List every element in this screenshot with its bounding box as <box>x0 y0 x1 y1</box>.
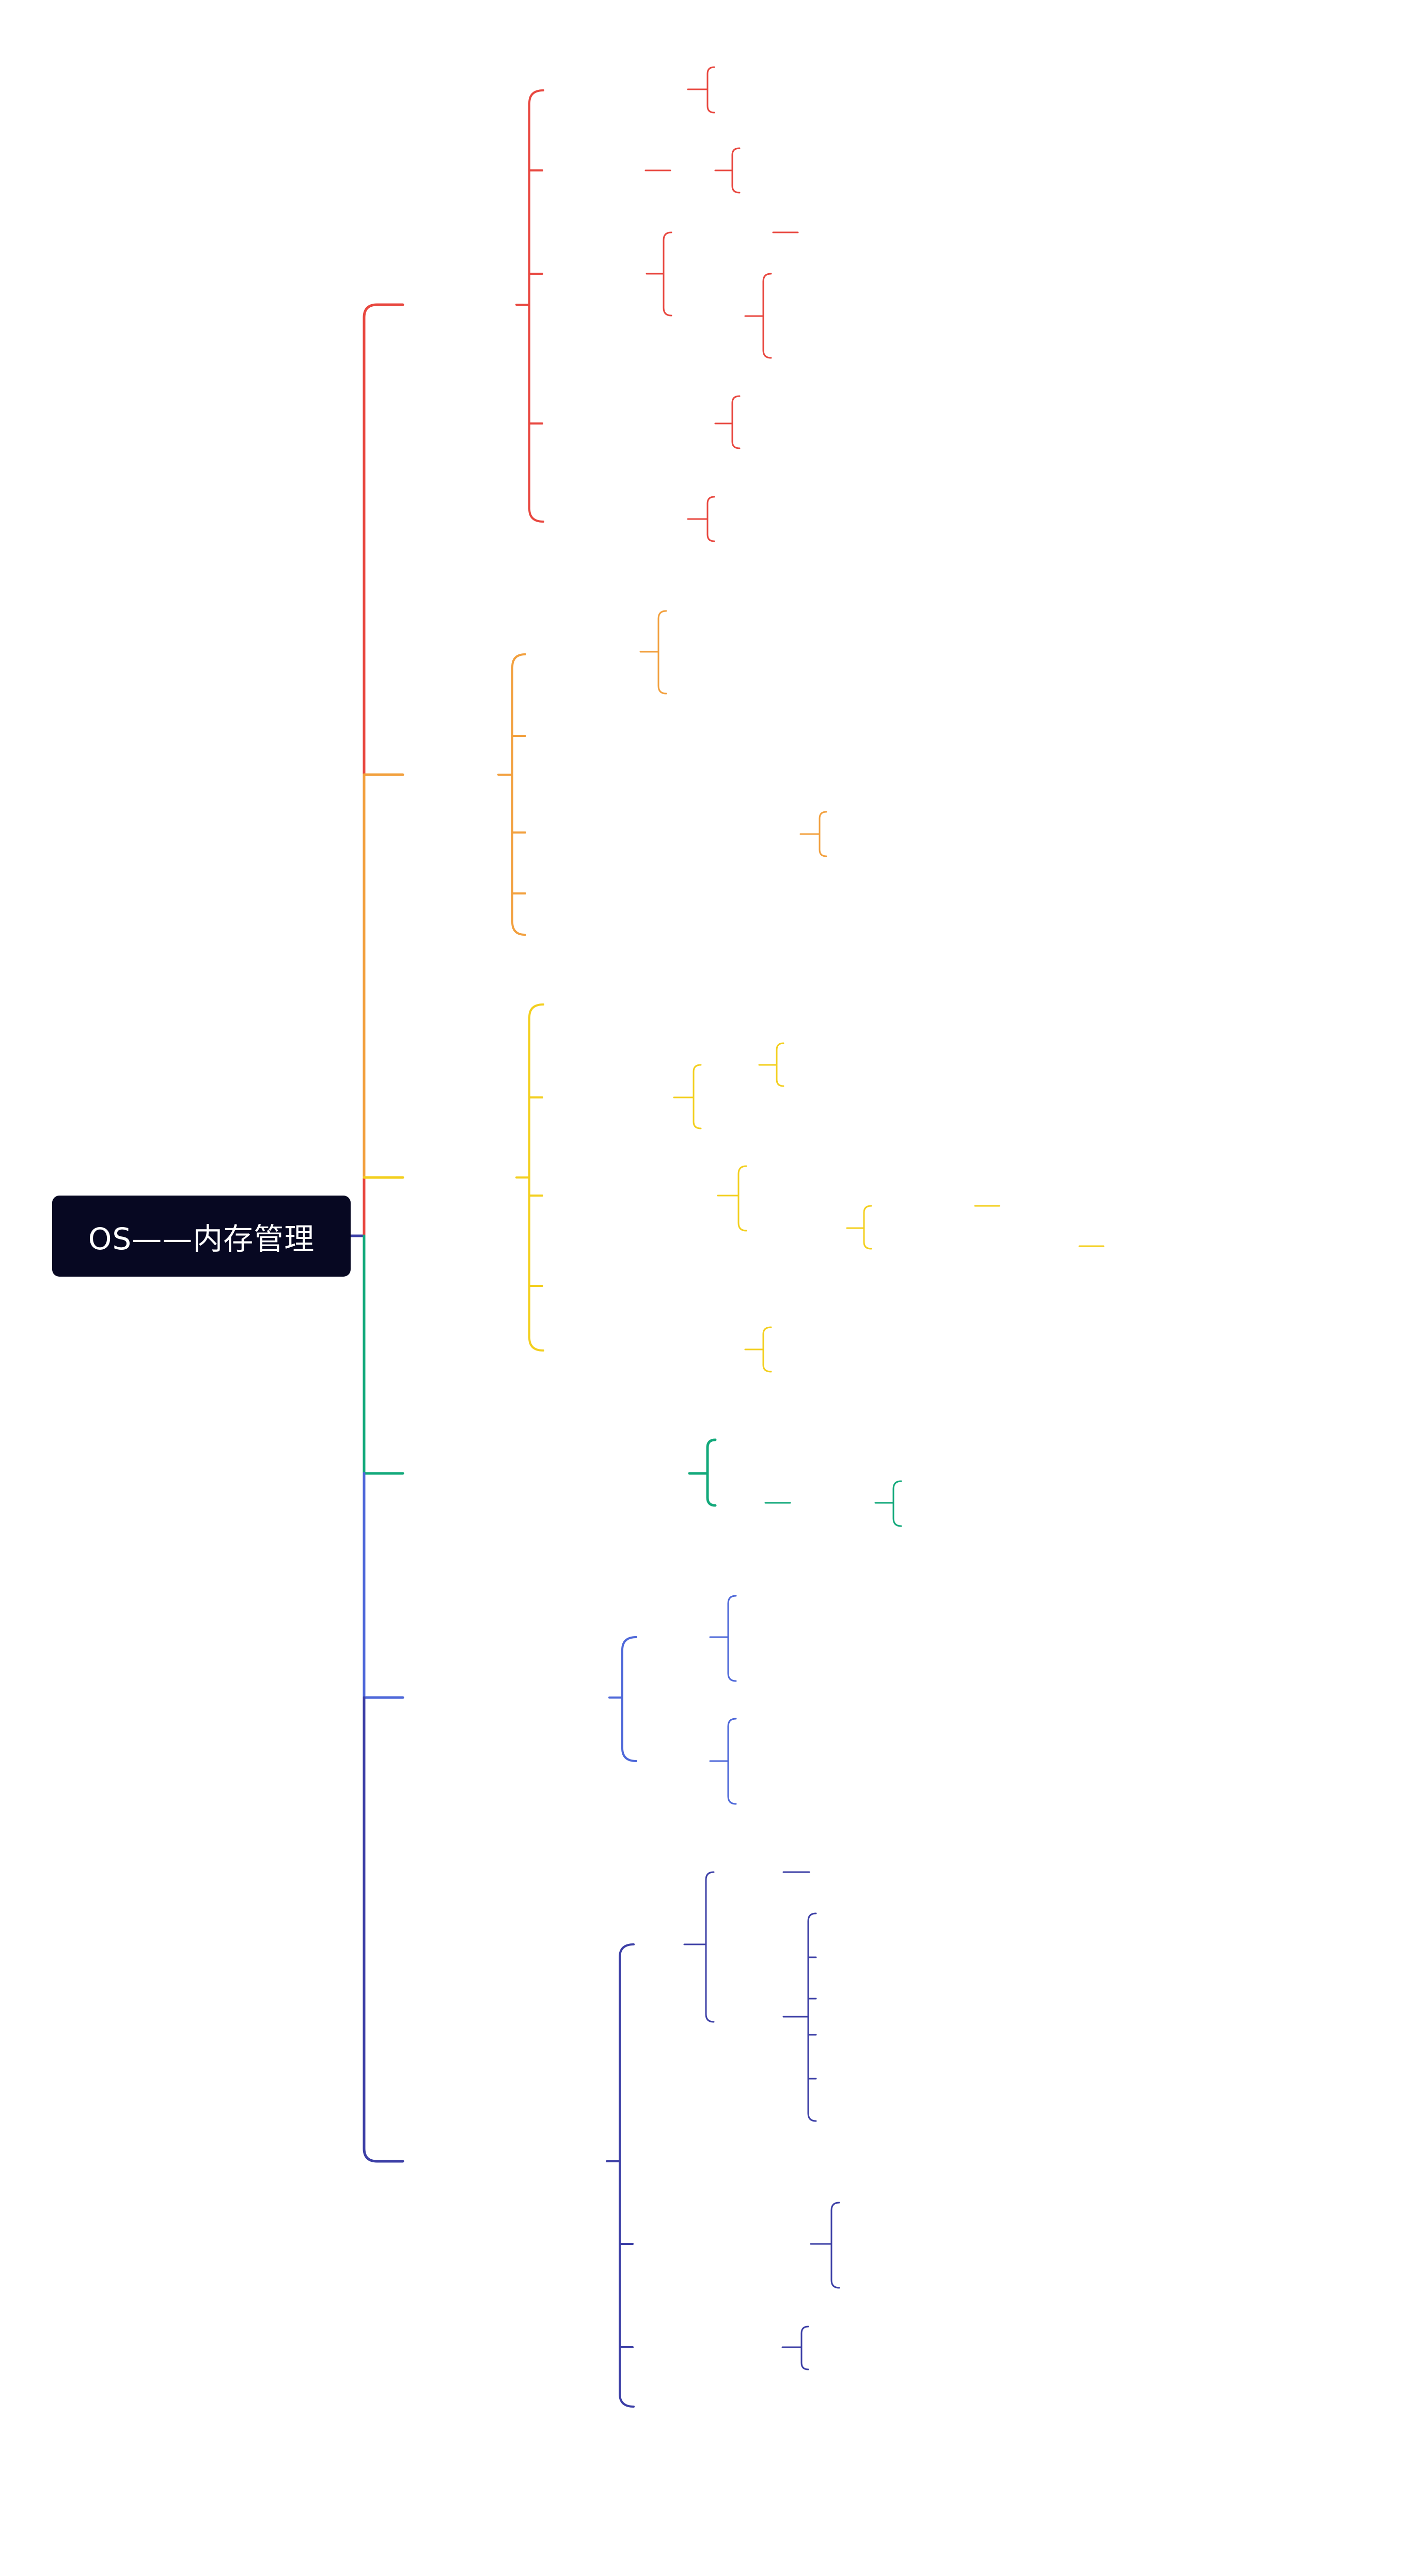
blue-sub-bracket-2 <box>709 1718 737 1805</box>
red-sub-bracket-6 <box>687 496 715 542</box>
red-sub-bracket-1 <box>687 66 715 114</box>
orange-sub-bracket-2 <box>799 811 827 857</box>
yellow-sub-bracket-2 <box>758 1042 784 1087</box>
trunk-red-upper <box>363 303 404 1083</box>
red-branch <box>515 66 799 542</box>
root-topic-node[interactable]: OS——内存管理 <box>52 1196 351 1277</box>
yellow-branch <box>515 1003 1105 1373</box>
navy-sub-bracket-3 <box>810 2202 840 2289</box>
orange-sub-bracket-1 <box>639 610 667 695</box>
green-sub-bracket-2 <box>874 1480 902 1527</box>
yellow-sub-bracket-3 <box>717 1165 747 1232</box>
yellow-bracket-main <box>528 1003 544 1352</box>
trunk-navy <box>363 1696 404 2163</box>
red-sub-bracket-5 <box>714 395 741 449</box>
navy-sub-bracket-1 <box>683 1871 715 2023</box>
red-bracket-main <box>528 89 544 523</box>
red-sub-bracket-3 <box>646 231 672 317</box>
red-sub-bracket-4 <box>744 273 772 359</box>
yellow-sub-bracket-4 <box>846 1205 872 1250</box>
trunk-lines <box>349 303 404 2163</box>
orange-bracket-main <box>511 653 526 936</box>
green-branch <box>688 1438 902 1527</box>
red-sub-bracket-2 <box>714 147 741 194</box>
yellow-sub-bracket-1 <box>673 1064 702 1129</box>
navy-sub-bracket-2 <box>782 1912 817 2122</box>
trunk-green <box>363 1234 404 1475</box>
navy-branch <box>606 1871 840 2408</box>
orange-branch <box>497 610 827 936</box>
navy-bracket-main <box>606 1943 635 2408</box>
navy-sub-bracket-4 <box>781 2326 809 2370</box>
yellow-sub-bracket-5 <box>744 1326 772 1373</box>
root-topic-label: OS——内存管理 <box>88 1221 315 1256</box>
trunk-blue <box>363 1472 404 1699</box>
blue-bracket-main <box>608 1636 637 1762</box>
green-sub-bracket-1 <box>688 1438 717 1507</box>
blue-sub-bracket-1 <box>709 1595 737 1682</box>
blue-branch <box>608 1595 737 1805</box>
